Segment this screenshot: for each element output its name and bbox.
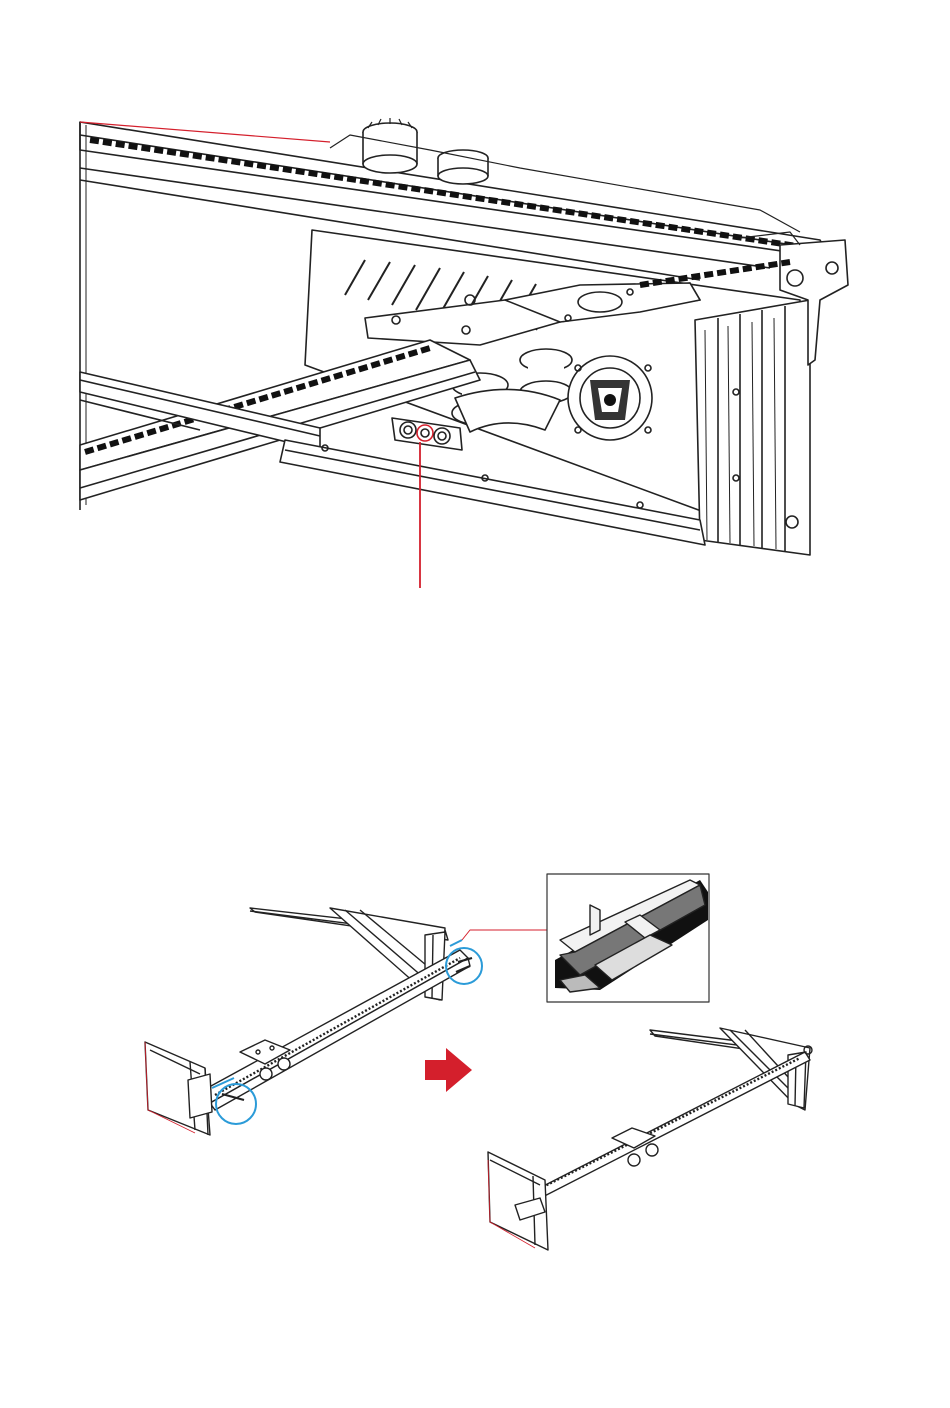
rail-installation-figure bbox=[0, 640, 950, 1408]
after-frame bbox=[488, 1028, 812, 1250]
stepper-motor bbox=[568, 356, 652, 440]
gantry-corner-figure bbox=[0, 0, 950, 640]
bottom-block bbox=[392, 418, 462, 450]
rail-profile-inset bbox=[547, 874, 709, 1002]
before-frame bbox=[145, 908, 472, 1135]
inset-callout-line bbox=[462, 930, 548, 940]
knob-right bbox=[438, 150, 488, 184]
gantry-corner-drawing bbox=[0, 0, 950, 640]
arrow-right bbox=[425, 1048, 472, 1092]
corner-extrusion bbox=[695, 300, 810, 555]
rail-installation-drawing bbox=[0, 640, 950, 1408]
